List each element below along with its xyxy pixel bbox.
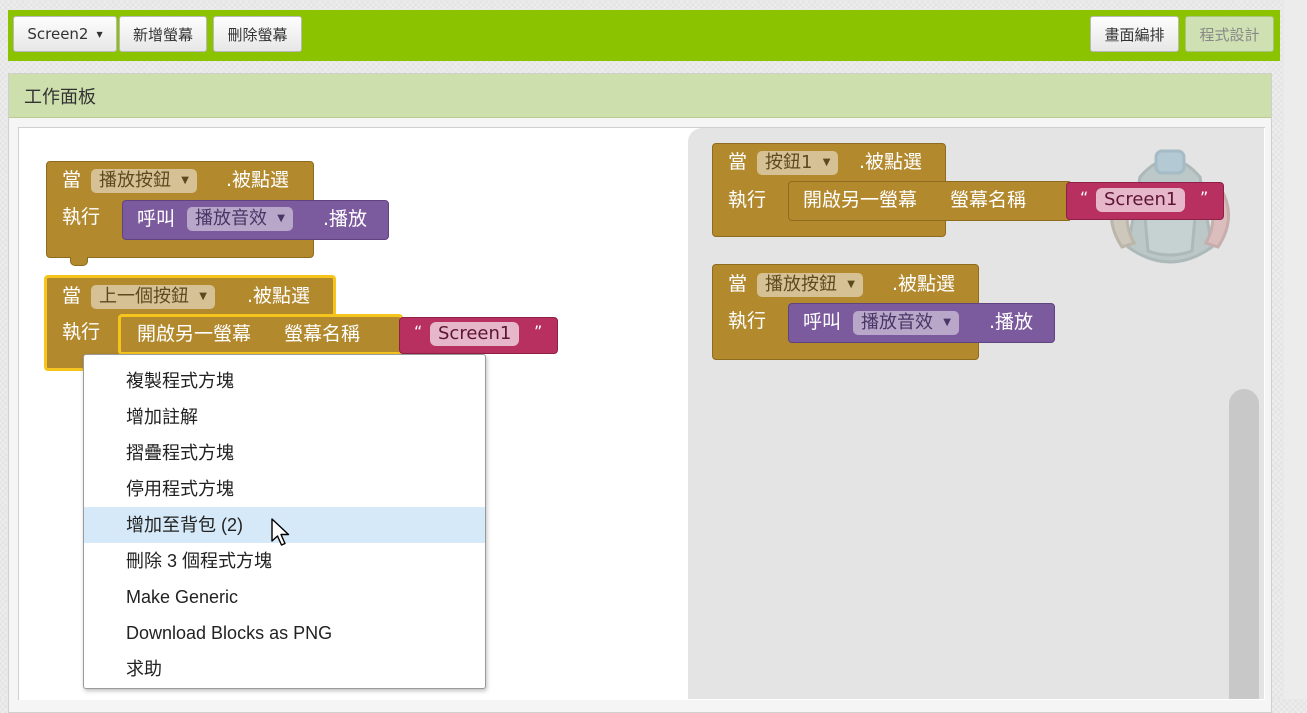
quote-close: ” [1200, 188, 1209, 207]
screen-name-param-label: 螢幕名稱 [950, 189, 1027, 211]
blocks-button[interactable]: 程式設計 [1185, 16, 1274, 52]
when-label: 當 [728, 273, 748, 295]
sound-component-dropdown[interactable]: 播放音效 ▼ [187, 207, 293, 231]
triangle-down-icon: ▼ [181, 175, 189, 186]
quote-open: “ [414, 322, 423, 341]
open-screen-label: 開啟另一螢幕 [137, 323, 252, 345]
menu-item-make-generic[interactable]: Make Generic [126, 587, 239, 607]
menu-item-duplicate[interactable]: 複製程式方塊 [126, 371, 234, 391]
screen-name-param-label: 螢幕名稱 [284, 323, 361, 345]
do-label: 執行 [62, 206, 101, 228]
event-label: .被點選 [892, 273, 956, 295]
panel-title: 工作面板 [9, 74, 1271, 118]
screen-selector-dropdown[interactable]: Screen2 ▼ [13, 16, 117, 52]
do-label: 執行 [728, 189, 767, 211]
triangle-down-icon: ▼ [847, 279, 855, 290]
triangle-down-icon: ▼ [199, 291, 207, 302]
event-label: .被點選 [859, 151, 923, 173]
sound-component-name: 播放音效 [861, 312, 933, 333]
method-label: .播放 [989, 311, 1034, 333]
call-label: 呼叫 [803, 311, 842, 333]
menu-item-add-to-backpack[interactable]: 增加至背包 (2) [84, 507, 485, 543]
menu-item-help[interactable]: 求助 [126, 659, 162, 679]
toolbar: Screen2 ▼ 新增螢幕 刪除螢幕 畫面編排 程式設計 [8, 10, 1280, 61]
component-name: 播放按鈕 [765, 274, 837, 295]
page-scroll-track [1284, 0, 1307, 699]
remove-screen-button[interactable]: 刪除螢幕 [213, 16, 302, 52]
sound-component-name: 播放音效 [195, 208, 267, 229]
quote-open: “ [1080, 188, 1089, 207]
workspace-scrollbar[interactable] [1229, 389, 1259, 699]
when-label: 當 [62, 169, 82, 191]
triangle-down-icon: ▼ [822, 157, 831, 168]
triangle-down-icon: ▼ [277, 213, 285, 224]
component-dropdown[interactable]: 播放按鈕 ▼ [91, 169, 197, 193]
do-label: 執行 [62, 321, 101, 343]
chevron-down-icon: ▼ [96, 29, 103, 39]
component-name: 播放按鈕 [99, 170, 171, 191]
component-name: 上一個按鈕 [99, 286, 189, 307]
sound-component-dropdown[interactable]: 播放音效 ▼ [853, 311, 959, 335]
triangle-down-icon: ▼ [943, 317, 951, 328]
menu-item-add-comment[interactable]: 增加註解 [126, 407, 198, 427]
call-label: 呼叫 [137, 208, 176, 230]
event-label: .被點選 [226, 169, 290, 191]
block-context-menu: 複製程式方塊 增加註解 摺疊程式方塊 停用程式方塊 增加至背包 (2) 刪除 3… [83, 354, 486, 689]
string-value[interactable]: Screen1 [1096, 188, 1186, 212]
component-name: 按鈕1 [765, 152, 813, 173]
menu-item-delete-blocks[interactable]: 刪除 3 個程式方塊 [126, 551, 273, 571]
when-label: 當 [728, 151, 748, 173]
add-screen-button[interactable]: 新增螢幕 [119, 16, 207, 52]
menu-item-disable[interactable]: 停用程式方塊 [126, 479, 234, 499]
event-label: .被點選 [247, 285, 311, 307]
component-dropdown[interactable]: 上一個按鈕 ▼ [91, 285, 215, 309]
open-another-screen-block[interactable] [788, 181, 1072, 221]
component-dropdown[interactable]: 播放按鈕 ▼ [757, 273, 863, 297]
designer-button[interactable]: 畫面編排 [1090, 16, 1179, 52]
quote-close: ” [534, 322, 543, 341]
when-label: 當 [62, 285, 82, 307]
menu-item-download-png[interactable]: Download Blocks as PNG [126, 623, 333, 643]
string-value[interactable]: Screen1 [430, 322, 520, 346]
menu-item-collapse[interactable]: 摺疊程式方塊 [126, 443, 234, 463]
method-label: .播放 [323, 208, 368, 230]
do-label: 執行 [728, 310, 767, 332]
screen-selector-label: Screen2 [27, 25, 89, 43]
open-another-screen-block[interactable] [118, 314, 403, 355]
mouse-pointer-icon [271, 518, 290, 546]
component-dropdown[interactable]: 按鈕1 ▼ [757, 151, 839, 175]
block-notch [70, 257, 88, 266]
open-screen-label: 開啟另一螢幕 [803, 189, 918, 211]
